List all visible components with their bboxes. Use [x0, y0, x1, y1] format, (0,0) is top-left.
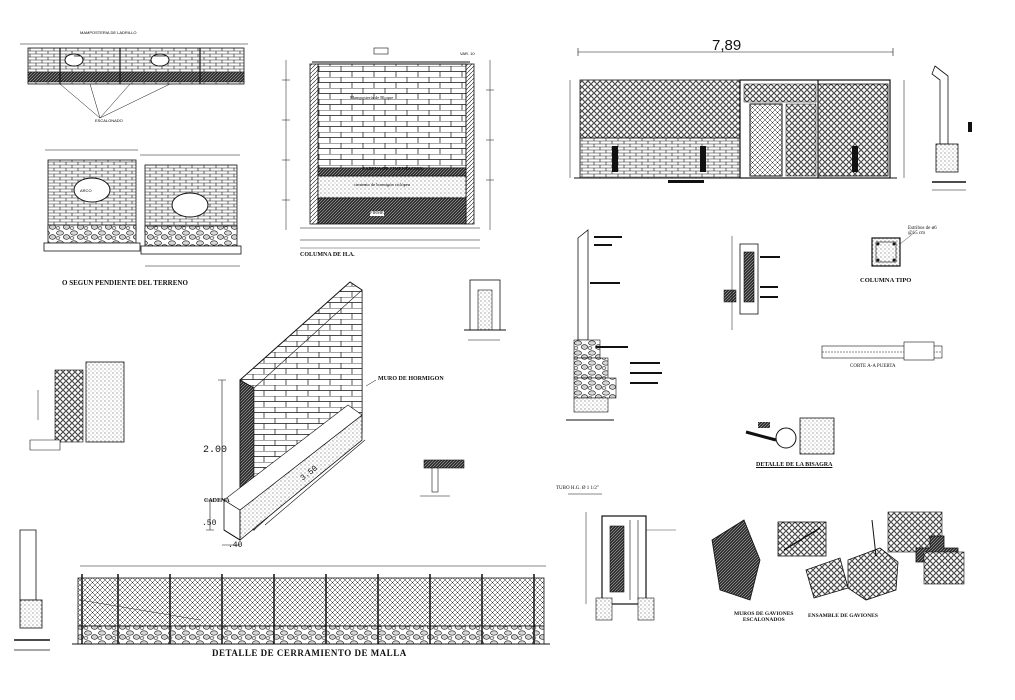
- stirrups-label: Estribos de ø6 @15 cm: [908, 226, 937, 236]
- column-type-label: COLUMNA TIPO: [860, 277, 912, 284]
- top-left-wall-elevation: MAMPOSTERIA DE LADRILLO ESCALONADO: [20, 30, 248, 123]
- mesh-fence-title: DETALLE DE CERRAMIENTO DE MALLA: [212, 648, 407, 658]
- hinge-detail: [745, 417, 835, 455]
- tube-label: TUBO H.G. Ø 1 1/2": [556, 486, 599, 491]
- right-post-detail: [931, 65, 972, 191]
- gabion-assembly-label: ENSAMBLE DE GAVIONES: [808, 613, 878, 619]
- svg-text:ARCO: ARCO: [80, 188, 92, 193]
- cadena-cimentacion-label: CADENA DE CIMENTACION: [362, 166, 423, 171]
- masonry-label: Mampostería de Bloque: [350, 95, 394, 100]
- hinge-detail-label: DETALLE DE LA BISAGRA: [756, 462, 833, 468]
- svg-text:ESCALONADO: ESCALONADO: [95, 118, 123, 123]
- gabion-illustrations: [711, 511, 965, 601]
- bottom-left-post-detail: [14, 529, 50, 651]
- cadena-label: CADENA: [204, 498, 230, 504]
- column-ha-label: COLUMNA DE H.A.: [300, 252, 355, 258]
- svg-text:MAMPOSTERIA DE LADRILLO: MAMPOSTERIA DE LADRILLO: [80, 30, 136, 35]
- small-bracket-detail: [420, 459, 465, 497]
- section-a-a-label: CORTE A-A PUERTA: [850, 364, 896, 369]
- svg-text:VAR. 10: VAR. 10: [460, 51, 475, 56]
- column-type-section: [871, 231, 916, 267]
- foundation-label: cimiento de hormigón ciclópeo: [354, 182, 411, 187]
- slope-note: O SEGUN PENDIENTE DEL TERRENO: [62, 279, 188, 287]
- gate-elevation: [569, 48, 905, 183]
- stepped-wall-elevation-left: ARCO: [43, 149, 141, 252]
- cadena-height-dimension: .50: [202, 519, 217, 528]
- center-wall-section: VAR. 10: [282, 47, 494, 249]
- post-anchor-detail: [723, 236, 780, 330]
- mesh-fence-elevation: [72, 565, 550, 645]
- post-footing-detail: [464, 279, 506, 341]
- concrete-wall-label: MURO DE HORMIGON: [378, 376, 444, 382]
- gabion-walls-label: MUROS DE GAVIONES ESCALONADOS: [734, 611, 794, 623]
- firm-ground-label: FIRME: [370, 210, 384, 216]
- gabion-wall-section: [566, 229, 662, 421]
- wall-width-dimension: .40: [228, 541, 243, 550]
- stepped-wall-elevation-right: [140, 154, 242, 267]
- left-reinforcement-detail: [29, 361, 125, 451]
- section-a-a-gate: [821, 341, 943, 361]
- wall-height-dimension: 2.00: [203, 445, 228, 456]
- overall-dimension-label: 7,89: [712, 37, 742, 54]
- wall-perspective-3d: [206, 281, 377, 546]
- door-frame-detail: [568, 493, 676, 621]
